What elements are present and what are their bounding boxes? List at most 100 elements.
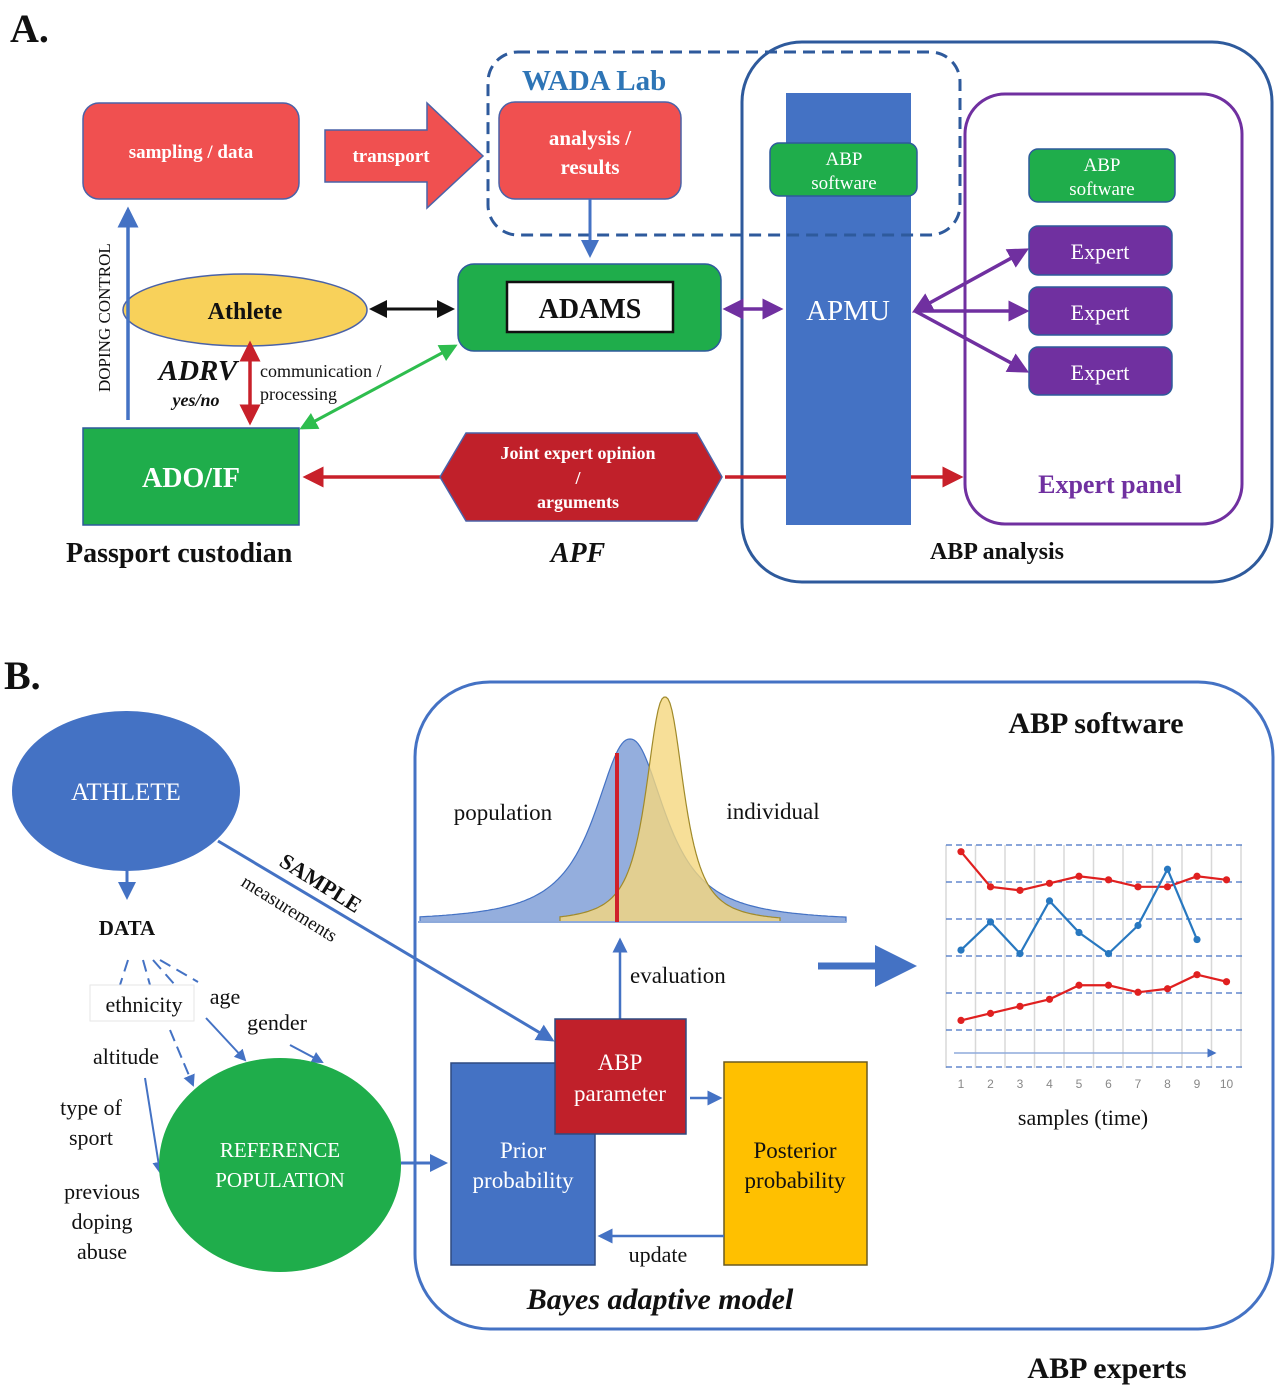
- expert-label-3: Expert: [1071, 360, 1130, 385]
- abp-software-box-panel[interactable]: [1028, 148, 1176, 203]
- type-of-sport-line1: type of: [60, 1095, 122, 1120]
- chart-point-1: [1134, 921, 1142, 930]
- chart-series-line-2: [960, 973, 1227, 1022]
- bayes-model-label: Bayes adaptive model: [526, 1283, 794, 1316]
- abp-parameter-line1: ABP: [598, 1050, 643, 1075]
- apmu-label: APMU: [806, 295, 890, 327]
- analysis-label-line2: results: [560, 155, 619, 179]
- altitude-arrow: [144, 1077, 165, 1174]
- chart-tick-label: 7: [1135, 1077, 1142, 1091]
- population-distribution: [419, 738, 847, 923]
- adoif-adams-arrow: [299, 344, 458, 430]
- individual-distribution: [559, 696, 781, 923]
- previous-doping-line2: doping: [71, 1209, 132, 1234]
- chart-tick-label: 3: [1017, 1077, 1024, 1091]
- data-label: DATA: [99, 916, 156, 940]
- chart-point-1: [957, 946, 965, 954]
- chart-point-0: [1104, 876, 1113, 884]
- doping-control-label: DOPING CONTROL: [95, 243, 114, 392]
- transport-label: transport: [352, 146, 430, 167]
- chart-point-2: [1075, 981, 1083, 989]
- abp-software-apmu-line2: software: [811, 173, 876, 194]
- expert-label-1: Expert: [1071, 239, 1130, 264]
- age-label: age: [210, 984, 241, 1009]
- chart-point-0: [1163, 883, 1172, 891]
- chart-point-2: [957, 1016, 965, 1024]
- sampling-data-label: sampling / data: [129, 142, 254, 163]
- ado-if-label: ADO/IF: [142, 463, 240, 494]
- age-arrow: [205, 1017, 247, 1062]
- transport-arrow: [324, 101, 485, 210]
- panel-b-label: B.: [4, 653, 41, 698]
- type-of-sport-line2: sport: [69, 1125, 113, 1150]
- data-factor-lines: [119, 959, 199, 986]
- distribution-plot: [418, 696, 847, 923]
- chart-point-1: [986, 918, 995, 926]
- chart-point-2: [1193, 971, 1201, 979]
- abp-software-box-apmu[interactable]: [769, 142, 918, 197]
- ethnicity-box: [89, 984, 195, 1022]
- chart-point-1: [1045, 897, 1054, 905]
- reference-population-line2: POPULATION: [215, 1168, 345, 1192]
- chart-tick-label: 4: [1046, 1077, 1053, 1091]
- chart-point-0: [1075, 872, 1083, 880]
- chart-point-0: [986, 883, 995, 891]
- analysis-label-line1: analysis /: [549, 126, 632, 150]
- reference-population-line1: REFERENCE: [220, 1138, 340, 1162]
- adrv-yes-no: yes/no: [171, 390, 220, 410]
- joint-opinion-line3: arguments: [537, 492, 619, 512]
- sampling-data-box[interactable]: [82, 102, 300, 200]
- chart-xlabel: samples (time): [1018, 1105, 1148, 1130]
- population-label: population: [454, 800, 553, 825]
- abp-parameter-box[interactable]: [554, 1018, 687, 1135]
- chart-point-0: [1222, 876, 1231, 884]
- expert-panel-label: Expert panel: [1038, 470, 1182, 499]
- sample-arrow: [217, 839, 555, 1042]
- update-label: update: [629, 1242, 688, 1267]
- abp-software-container: [413, 680, 1275, 1331]
- wada-lab-title: WADA Lab: [522, 65, 666, 97]
- abp-software-panel-line2: software: [1069, 179, 1134, 200]
- gender-arrow: [289, 1044, 324, 1063]
- chart-point-1: [1104, 950, 1113, 958]
- chart-tick-label: 10: [1220, 1077, 1234, 1091]
- ethnicity-label: ethnicity: [106, 992, 183, 1017]
- posterior-line1: Posterior: [753, 1138, 836, 1163]
- joint-opinion-line2: /: [574, 468, 581, 488]
- abp-software-title: ABP software: [1008, 707, 1183, 740]
- chart-tick-label: 6: [1105, 1077, 1112, 1091]
- chart-point-1: [1193, 935, 1201, 944]
- chart-point-0: [1045, 879, 1054, 887]
- athlete-node[interactable]: [12, 711, 240, 871]
- reference-population-node[interactable]: [159, 1058, 401, 1272]
- athlete-label: Athlete: [208, 299, 283, 325]
- adrv-label: ADRV: [157, 355, 240, 387]
- analysis-results-box[interactable]: [498, 101, 682, 200]
- passport-custodian-label: Passport custodian: [66, 538, 293, 569]
- chart-tick-label: 8: [1164, 1077, 1171, 1091]
- posterior-line2: probability: [745, 1168, 846, 1193]
- chart-point-0: [1193, 872, 1201, 880]
- chart-point-1: [1075, 928, 1083, 937]
- communication-label-line1: communication /: [260, 361, 381, 381]
- prior-line2: probability: [473, 1168, 574, 1193]
- ado-if-box[interactable]: [82, 427, 300, 526]
- chart-tick-label: 5: [1076, 1077, 1083, 1091]
- expert-label-2: Expert: [1071, 300, 1130, 325]
- evaluation-label: evaluation: [630, 963, 726, 988]
- abp-experts-label: ABP experts: [1027, 1352, 1186, 1385]
- athlete-node-label: ATHLETE: [71, 779, 181, 806]
- posterior-probability-box[interactable]: [723, 1061, 868, 1266]
- chart-point-2: [986, 1009, 995, 1017]
- previous-doping-line3: abuse: [77, 1239, 127, 1264]
- abp-analysis-label: ABP analysis: [930, 539, 1064, 565]
- joint-opinion-hexagon[interactable]: [439, 432, 723, 522]
- chart-point-0: [1134, 883, 1142, 891]
- chart-point-2: [1134, 988, 1142, 996]
- chart-point-2: [1016, 1002, 1024, 1010]
- communication-label-line2: processing: [260, 384, 337, 404]
- adams-inner-box: [505, 280, 675, 334]
- chart-point-0: [957, 848, 965, 856]
